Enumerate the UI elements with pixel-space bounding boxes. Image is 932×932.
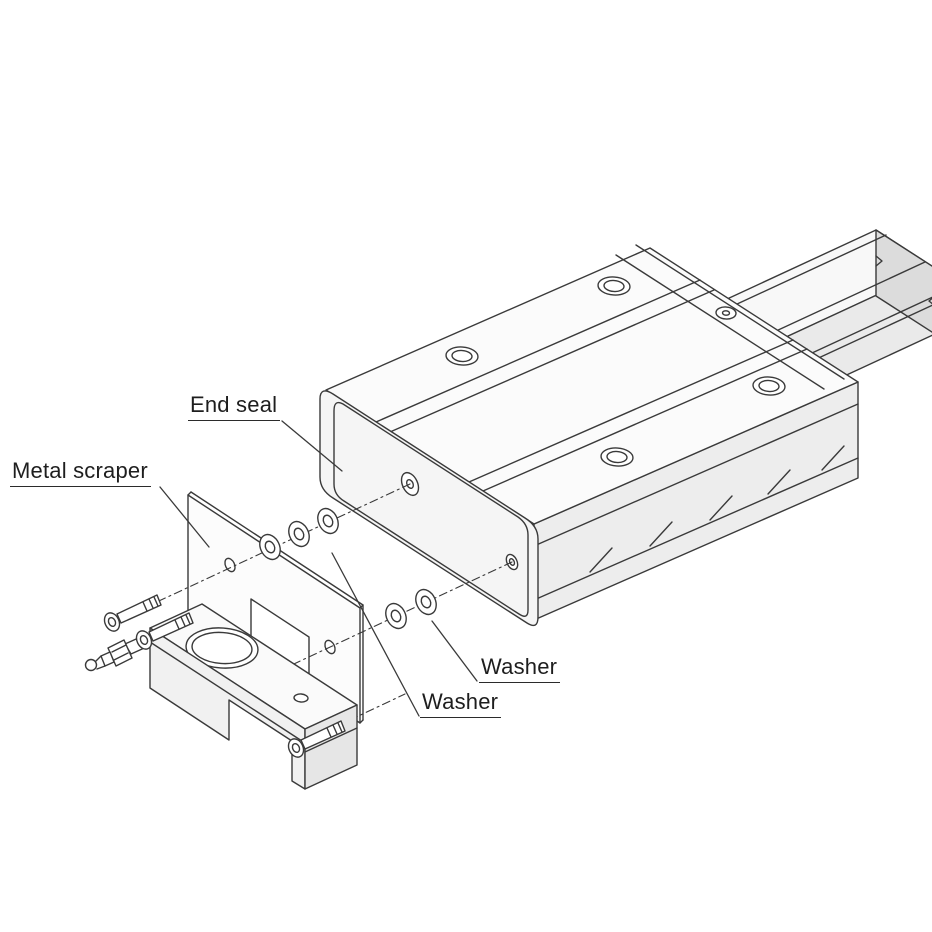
mounting-hole xyxy=(752,376,786,396)
mounting-screws xyxy=(103,594,346,758)
unit-right-face xyxy=(304,704,358,790)
mounting-hole xyxy=(600,447,634,467)
end-seal-outline xyxy=(319,390,539,627)
end-plate-unit xyxy=(149,603,358,790)
washer-2-leader xyxy=(331,552,420,717)
oil-port xyxy=(185,627,259,669)
end-seal-leader xyxy=(281,420,343,472)
washer xyxy=(385,602,407,630)
washer-label-2: Washer xyxy=(420,689,502,719)
nipple-ball-tip xyxy=(84,658,98,672)
unit-top-hole xyxy=(293,693,309,703)
far-end-cap-seam xyxy=(615,254,825,390)
socket-screw xyxy=(135,612,194,650)
end-seal-label: End seal xyxy=(188,392,281,422)
washer xyxy=(415,588,437,616)
end-cap-screw-hole xyxy=(715,306,737,320)
socket-screw xyxy=(103,594,162,632)
rail-groove-notch xyxy=(875,255,883,267)
leader-lines xyxy=(159,420,478,717)
washer xyxy=(317,507,339,535)
washers xyxy=(259,507,437,630)
mounting-hole xyxy=(445,346,479,366)
far-end-cap-seam xyxy=(635,244,845,380)
end-seal-inner-lip xyxy=(333,401,529,617)
carriage-block xyxy=(325,244,859,621)
washer-label-1: Washer xyxy=(479,654,561,684)
metal-scraper-leader xyxy=(159,486,210,548)
socket-screw xyxy=(287,720,346,758)
scraper-hole xyxy=(224,557,236,573)
washer xyxy=(259,533,281,561)
mounting-hole xyxy=(597,276,631,296)
grease-nipple xyxy=(84,634,152,672)
rail-end-face xyxy=(875,229,932,333)
washer xyxy=(288,520,310,548)
washer-1-leader xyxy=(431,620,478,682)
rail-groove-notch xyxy=(928,297,932,305)
metal-scraper-label: Metal scraper xyxy=(10,458,151,488)
